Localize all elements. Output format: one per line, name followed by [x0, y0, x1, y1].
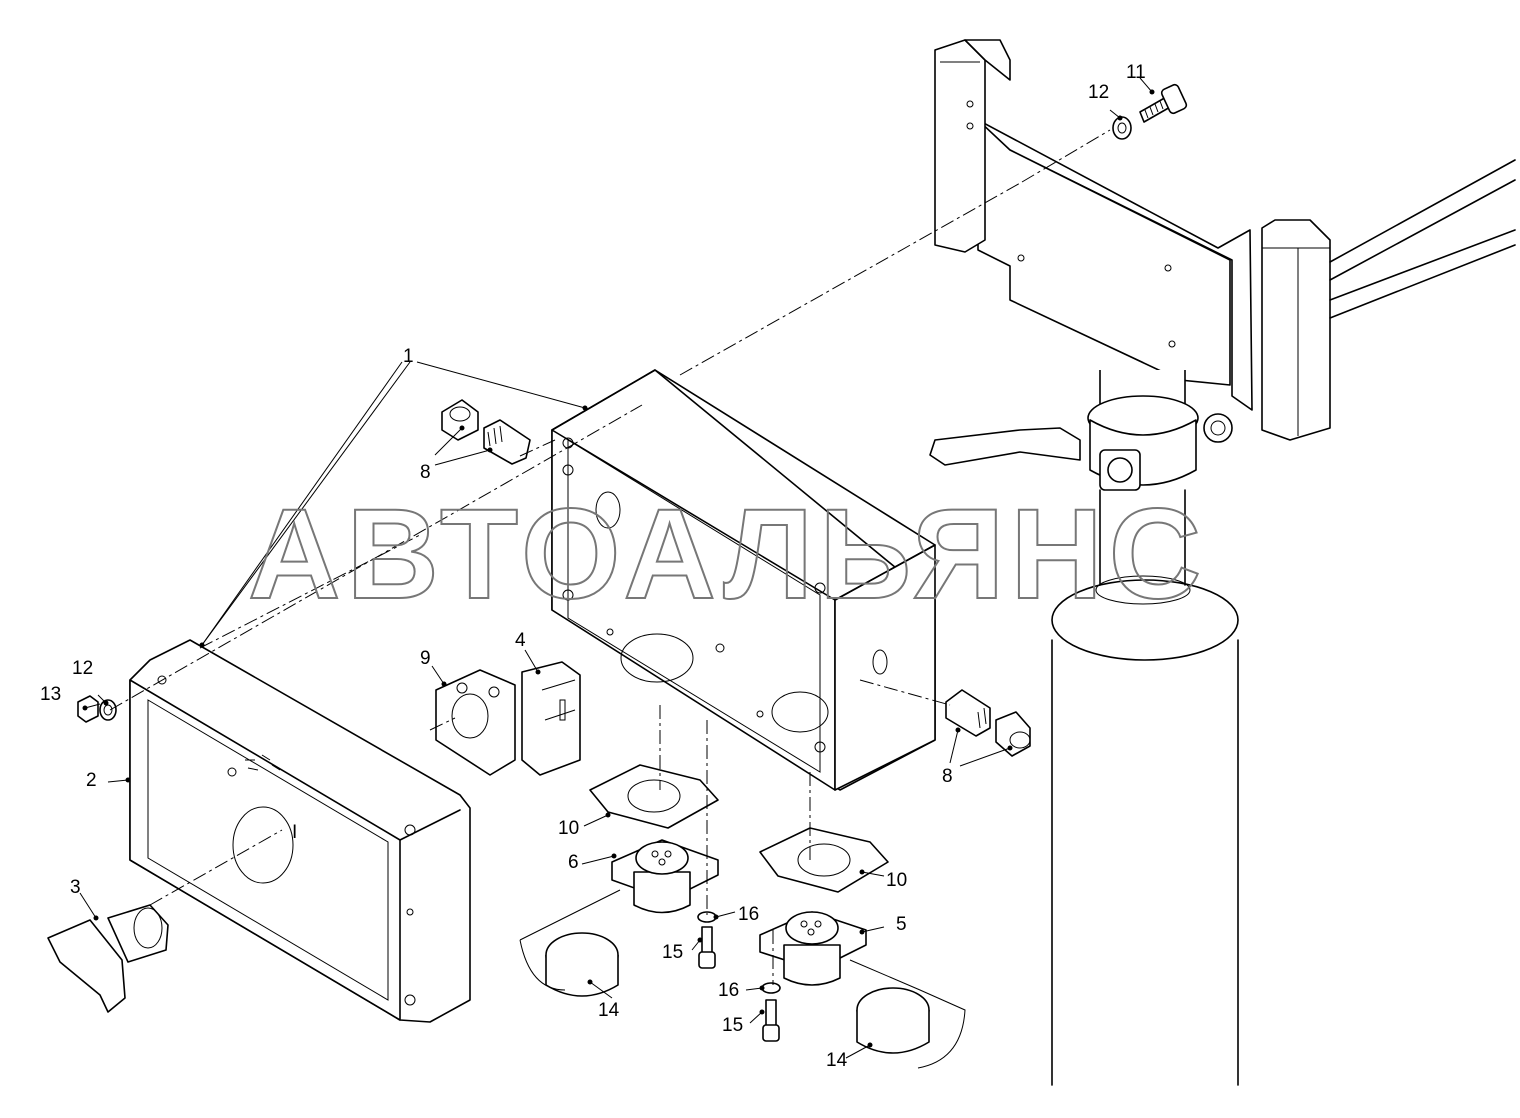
- callout-1-cover-leader: [201, 361, 403, 646]
- callout-10-right: 10: [886, 870, 907, 891]
- cable-gland-8-right: [945, 689, 1031, 757]
- washer-12-left: [99, 699, 117, 721]
- cap-14-right: [849, 959, 966, 1069]
- callout-15-right: 15: [722, 1015, 743, 1036]
- cable-gland-8-top: [441, 399, 531, 465]
- callout-13: 13: [40, 684, 61, 705]
- selector-switch: [47, 904, 169, 1013]
- callout-2: 2: [86, 770, 97, 791]
- connector-6: [611, 839, 719, 914]
- callout-8-top: 8: [420, 462, 431, 483]
- washer-12-top: [1112, 116, 1132, 140]
- callout-12-top: 12: [1088, 82, 1109, 103]
- callout-14-right: 14: [826, 1050, 848, 1071]
- callout-5: 5: [896, 914, 907, 935]
- callout-1-box: 1: [403, 346, 414, 367]
- enclosure-box: [551, 369, 936, 791]
- assembly-lines: [109, 129, 1111, 985]
- cover-mark: I: [292, 822, 297, 843]
- nut-13: [77, 695, 99, 723]
- callout-4: 4: [515, 630, 526, 651]
- callout-11: 11: [1126, 62, 1146, 83]
- mounting-bracket: [929, 39, 1516, 491]
- callout-3: 3: [70, 877, 81, 898]
- screw-15-left: [698, 926, 716, 969]
- callout-8-right: 8: [942, 766, 953, 787]
- contact-block-9: [435, 669, 516, 776]
- cap-14-left: [519, 889, 621, 997]
- callout-14-left: 14: [598, 1000, 620, 1021]
- callout-15-left: 15: [662, 942, 683, 963]
- callout-10-left: 10: [558, 818, 579, 839]
- gasket-10-right: [759, 827, 889, 893]
- cover-plate: I: [129, 639, 471, 1023]
- callout-12-left: 12: [72, 658, 93, 679]
- callout-16-right: 16: [718, 980, 739, 1001]
- watermark: АВТОАЛЬЯНС: [248, 483, 1207, 626]
- callout-6: 6: [568, 852, 579, 873]
- contact-block-4: [521, 661, 581, 776]
- gasket-10-left: [589, 764, 719, 829]
- vertical-pole: [1051, 489, 1239, 1086]
- callout-16-left: 16: [738, 904, 759, 925]
- callout-numbers: 1 1 2 3 4 5 6 8 8 9 10 10 11 12 12 13 14…: [40, 62, 1146, 1071]
- callout-9: 9: [420, 648, 431, 669]
- connector-5: [759, 911, 867, 986]
- bolt-11: [1139, 83, 1188, 123]
- washer-16-right: [761, 982, 781, 994]
- leader-dots: [82, 89, 1155, 1048]
- screw-15-right: [762, 999, 780, 1042]
